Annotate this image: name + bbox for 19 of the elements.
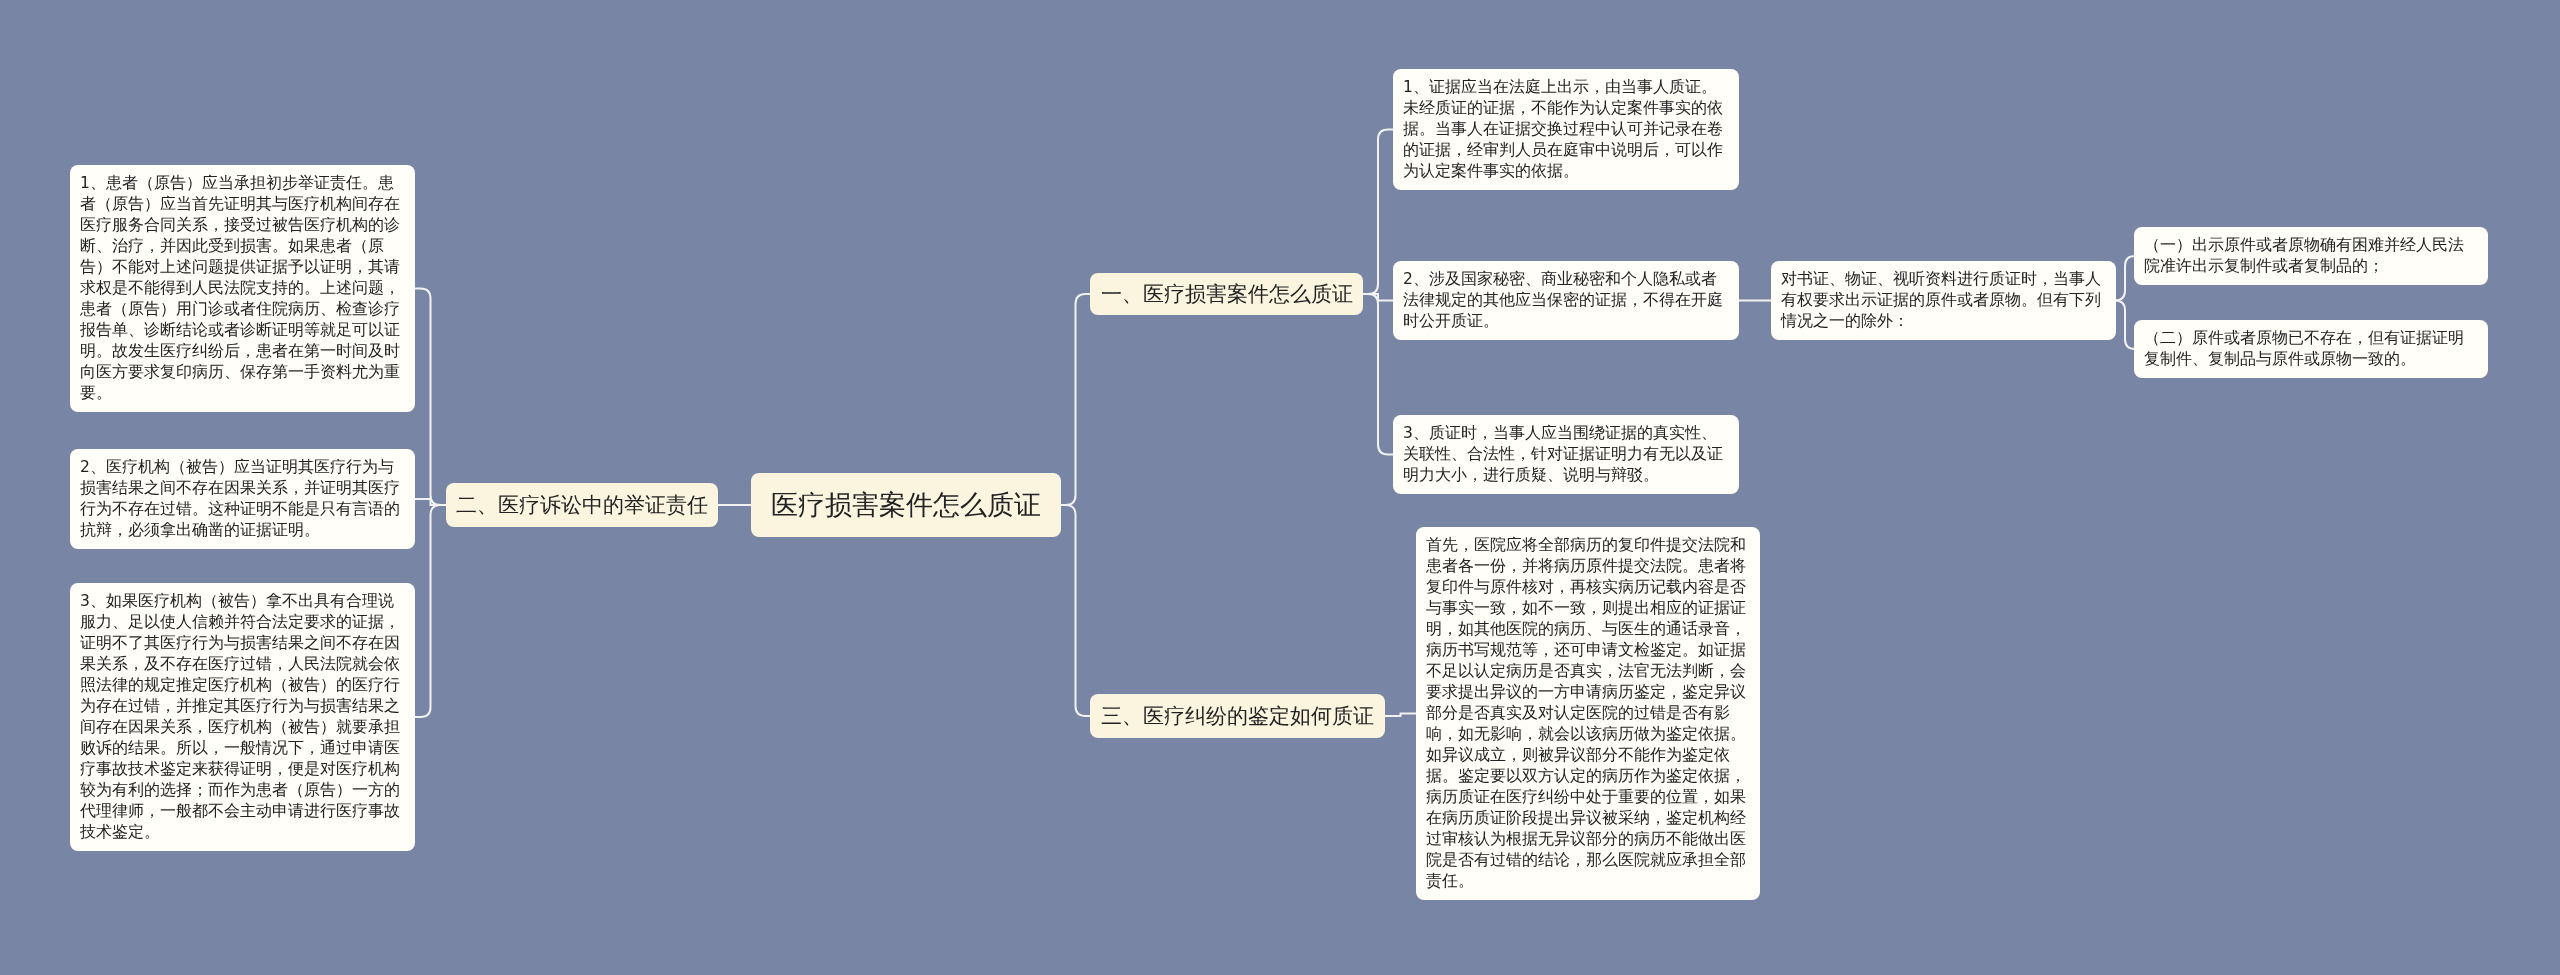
topic-box: 一、医疗损害案件怎么质证 (1090, 273, 1363, 315)
note-box: 对书证、物证、视听资料进行质证时，当事人有权要求出示证据的原件或者原物。但有下列情况之一的除外： (1771, 261, 2116, 340)
root-box: 医疗损害案件怎么质证 (751, 473, 1061, 537)
connector-line (1384, 712, 1417, 717)
topic-box: 三、医疗纠纷的鉴定如何质证 (1090, 694, 1385, 738)
connector-line (717, 504, 752, 506)
note-box: （二）原件或者原物已不存在，但有证据证明复制件、复制品与原件或原物一致的。 (2134, 320, 2488, 378)
note-box: 3、质证时，当事人应当围绕证据的真实性、关联性、合法性，针对证据证明力有无以及证明力大小，进行质疑、说明与辩驳。 (1393, 415, 1739, 494)
note-box: 首先，医院应将全部病历的复印件提交法院和患者各一份，并将病历原件提交法院。患者将复印件与原件核对，再核实病历记载内容是否与事实一致，如不一致，则提出相应的证据证明，如其他医院的病历、与医生的通话录音，病历书写规范等，还可申请文检鉴定。如证据不足以认定病历是否真实，法官无法判断，会要求提出异议的一方申请病历鉴定，鉴定异议部分是否真实及对认定医院的过错是否有影响，如无影响，就会以该病历做为鉴定依据。如异议成立，则被异议部分不能作为鉴定依据。鉴定要以双方认定的病历作为鉴定依据，病历质证在医疗纠纷中处于重要的位置，如果在病历质证阶段提出异议被采纳，鉴定机构经过审核认为根据无异议部分的病历不能做出医院是否有过错的结论，那么医院就应承担全部责任。 (1416, 527, 1760, 900)
connector-line (2114, 299, 2136, 350)
note-box: 2、涉及国家秘密、商业秘密和个人隐私或者法律规定的其他应当保密的证据，不得在开庭时公开质证。 (1393, 261, 1739, 340)
note-box: （一）出示原件或者原物确有困难并经人民法院准许出示复制件或者复制品的； (2134, 227, 2488, 285)
note-box: 1、患者（原告）应当承担初步举证责任。患者（原告）应当首先证明其与医疗机构间存在医疗服务合同关系，接受过被告医疗机构的诊断、治疗，并因此受到损害。如果患者（原告）不能对上述问题提供证据予以证明，其请求权是不能得到人民法院支持的。上述问题，患者（原告）用门诊或者住院病历、检查诊疗报告单、诊断结论或者诊断证明等就足可以证明。故发生医疗纠纷后，患者在第一时间及时向医方要求复印病历、保存第一手资料尤为重要。 (70, 165, 415, 412)
topic-box: 二、医疗诉讼中的举证责任 (446, 483, 718, 527)
note-box: 2、医疗机构（被告）应当证明其医疗行为与损害结果之间不存在因果关系，并证明其医疗行为不存在过错。这种证明不能是只有言语的抗辩，必须拿出确凿的证据证明。 (70, 449, 415, 549)
connector-line (2114, 255, 2136, 302)
note-box: 3、如果医疗机构（被告）拿不出具有合理说服力、足以使人信赖并符合法定要求的证据，证明不了其医疗行为与损害结果之间不存在因果关系，及不存在医疗过错，人民法院就会依照法律的规定推定医疗机构（被告）的医疗行为存在过错，并推定其医疗行为与损害结果之间存在因果关系，医疗机构（被告）就要承担败诉的结果。所以，一般情况下，通过申请医疗事故技术鉴定来获得证明，便是对医疗机构较为有利的选择；而作为患者（原告）一方的代理律师，一般都不会主动申请进行医疗事故技术鉴定。 (70, 583, 415, 851)
note-box: 1、证据应当在法庭上出示，由当事人质证。未经质证的证据，不能作为认定案件事实的依据。当事人在证据交换过程中认可并记录在卷的证据，经审判人员在庭审中说明后，可以作为认定案件事实的依据。 (1393, 69, 1739, 190)
connector-line (1738, 299, 1772, 302)
